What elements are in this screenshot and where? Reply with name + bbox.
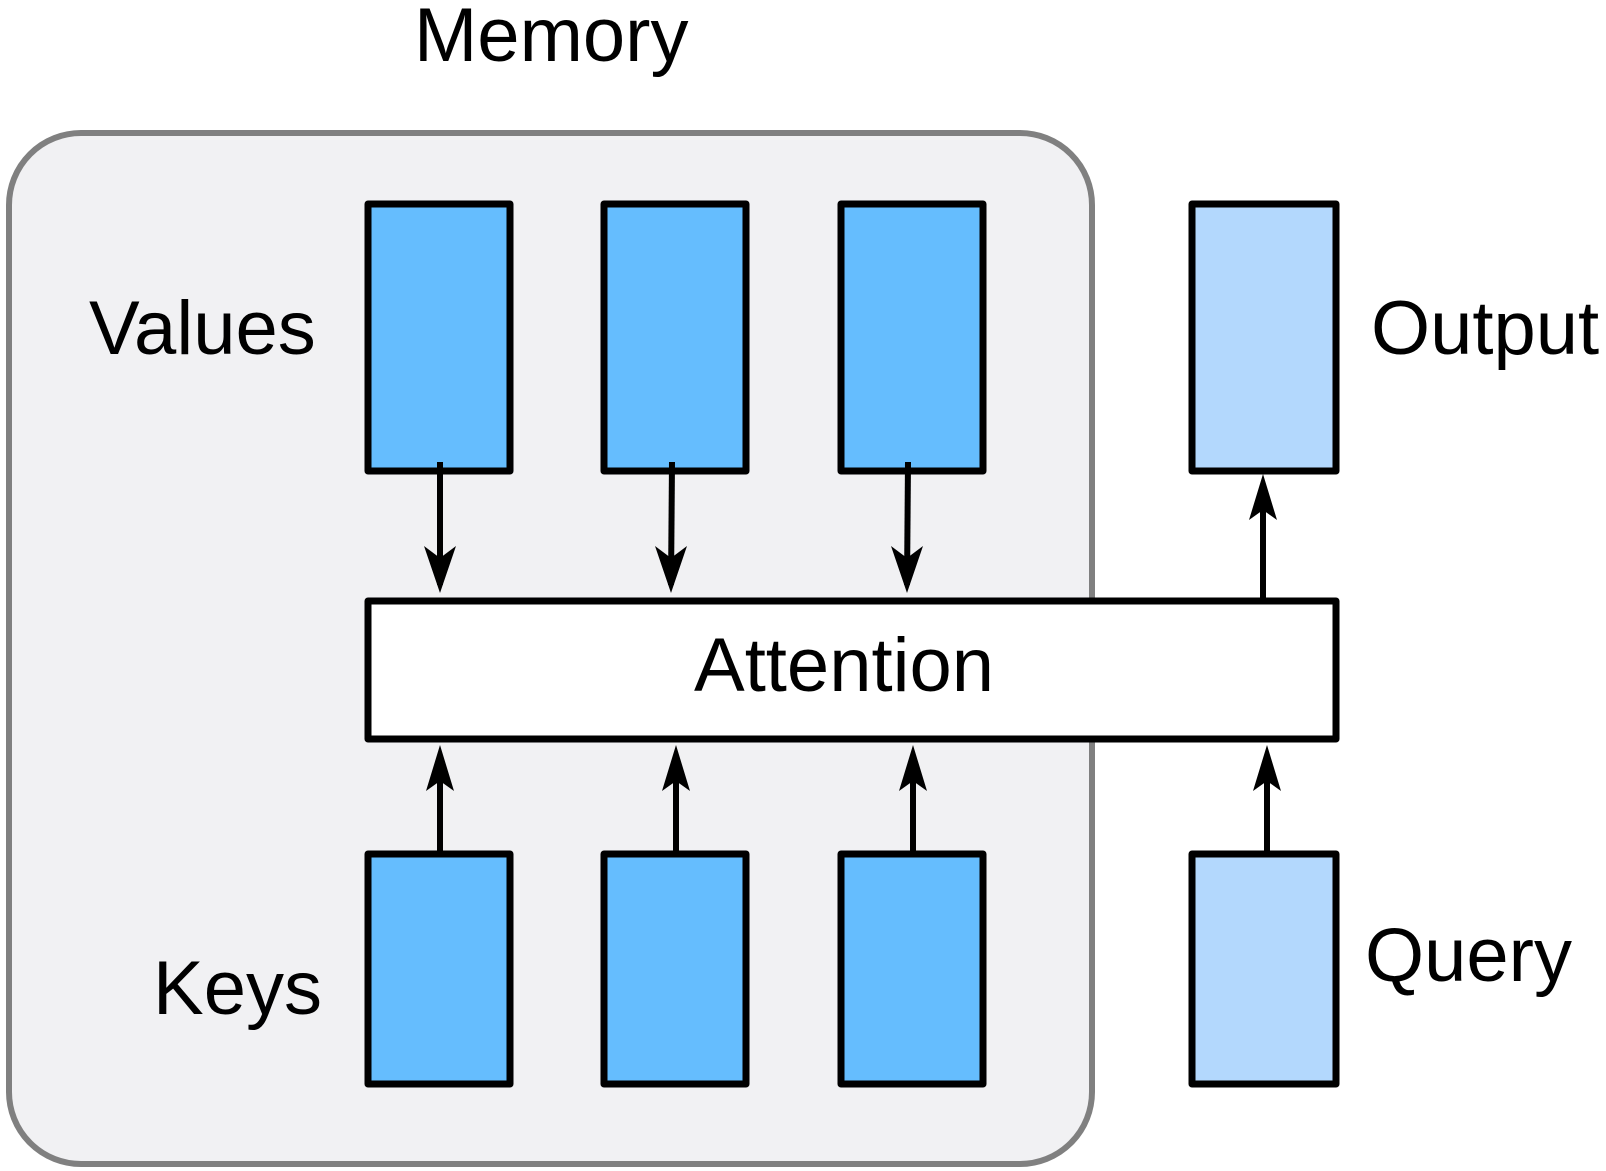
memory-label: Memory bbox=[414, 0, 689, 78]
value-block-2 bbox=[600, 200, 750, 475]
value-block-3 bbox=[837, 200, 987, 475]
value-arrowheads bbox=[424, 546, 923, 593]
arrowhead-value-2 bbox=[655, 546, 687, 593]
attention-label: Attention bbox=[694, 623, 994, 708]
key-block-1 bbox=[364, 850, 514, 1088]
key-block-3 bbox=[837, 850, 987, 1088]
keys-label: Keys bbox=[153, 946, 322, 1031]
arrowhead-key-2 bbox=[662, 745, 690, 791]
arrowhead-query bbox=[1253, 745, 1281, 791]
query-label: Query bbox=[1365, 913, 1572, 998]
arrowhead-value-3 bbox=[891, 546, 923, 593]
arrowhead-value-1 bbox=[424, 546, 456, 593]
arrowhead-key-3 bbox=[899, 745, 927, 791]
output-block bbox=[1188, 200, 1340, 475]
key-block-2 bbox=[600, 850, 750, 1088]
output-label: Output bbox=[1371, 286, 1600, 371]
arrowhead-output bbox=[1249, 474, 1277, 520]
value-block-1 bbox=[364, 200, 514, 475]
query-block bbox=[1188, 850, 1340, 1088]
key-arrowheads bbox=[426, 745, 1281, 791]
attention-box bbox=[364, 597, 1340, 743]
arrowhead-key-1 bbox=[426, 745, 454, 791]
values-label: Values bbox=[89, 286, 316, 371]
